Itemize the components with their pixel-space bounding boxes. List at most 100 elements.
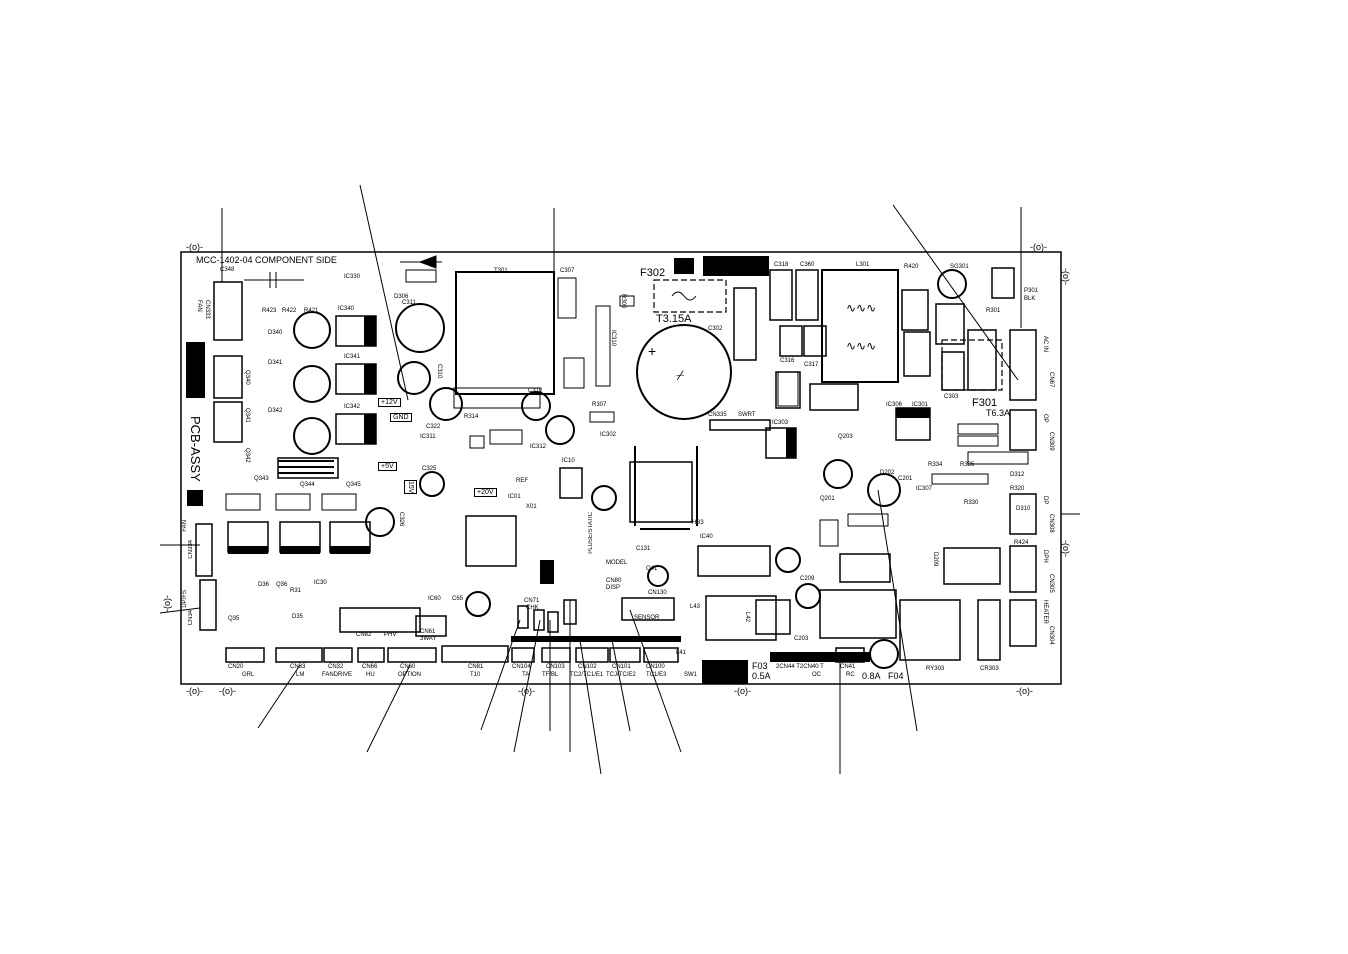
transformer-t301 [453,271,555,409]
svg-text:-(o)-: -(o)- [734,686,751,696]
fuse-f302-rating: T3.15A [656,313,692,325]
connector-cn103-ref: CN103 [546,664,565,670]
ic330-label: IC330 [344,274,361,280]
ic342-label: IC342 [344,404,361,410]
hb3-label: HB3 [692,520,704,526]
svg-text:∿∿∿: ∿∿∿ [846,339,876,353]
connector-cn71-ref: CN71 [524,598,540,604]
ic310-label: IC310 [610,330,616,347]
d306-label: D306 [394,294,409,300]
sg301-label: SG301 [950,264,969,270]
connector-cn101-ref: CN101 [612,664,631,670]
connector-cn82-ref: CN82 [356,632,372,638]
connector-cn34-ref: CN34 [188,610,194,626]
q36-label: Q36 [276,582,288,588]
c203-label: C203 [794,636,809,642]
connector-cn334-ref: CN334 [188,540,194,559]
fuse-outlines [653,279,1003,391]
r301-label: R301 [986,308,1001,314]
svg-text:-(o)-: -(o)- [1030,242,1047,252]
connector-cn309-name: OP [1042,414,1048,423]
ic-pin-grid [278,446,698,584]
electrolytic-capacitors [293,269,967,669]
voltage-20v: +20V [474,488,497,497]
c302-label: C302 [708,326,723,332]
q203-label: Q203 [838,434,853,440]
svg-text:⌿: ⌿ [676,367,685,383]
d202-label: D202 [880,470,895,476]
connector-cn33-name: LM [296,672,305,678]
voltage-gnd: GND [390,413,412,422]
connector-cn66-name: HU [366,672,375,678]
q340-label: Q340 [244,370,250,385]
r31-label: R31 [290,588,302,594]
q344-label: Q344 [300,482,315,488]
connector-cn333-ref: CN333 [204,300,210,319]
fuse-f04-rating: 0.8A [862,671,881,681]
model-label: MODEL [606,560,628,566]
voltage-12v: +12V [378,398,401,407]
svg-text:-(o)-: -(o)- [219,686,236,696]
connector-cn67-ref: CN67 [1048,372,1054,388]
ic302-label: IC302 [600,432,617,438]
r330-label: R330 [964,500,979,506]
c303-label: C303 [944,394,959,400]
connector-cn34-name: DP/FS [182,590,188,608]
connector-cn335-name: SWRT [738,412,756,418]
p301-label: P301 [1024,288,1039,294]
ic311-label: IC311 [420,434,436,440]
r320-label: R320 [1010,486,1025,492]
ic01-label: IC01 [508,494,521,500]
q201-label: Q201 [820,496,835,502]
ic306-label: IC306 [886,402,903,408]
ic60-label: IC60 [428,596,441,602]
c325-label: C325 [422,466,437,472]
c307-label: C307 [560,268,575,274]
connector-cn304-ref: CN304 [1048,626,1054,645]
connector-cn104-name: TA [522,672,530,678]
connector-cn309-ref: CN309 [1048,432,1054,451]
connector-cn104-ref: CN104 [512,664,531,670]
connector-cn67-name: AC IN [1042,336,1048,353]
fuse-f302-ref: F302 [640,267,666,279]
connector-cn308-ref: CN308 [1048,514,1054,533]
connector-cn102-name: TC2/TC1/E1 [570,672,604,678]
ic340-label: IC340 [338,306,355,312]
board-title: MCC-1402-04 COMPONENT SIDE [196,255,337,265]
connector-cn81-name: T10 [470,672,481,678]
ic10-label: IC10 [562,458,575,464]
q342-label: Q342 [244,448,250,463]
c65-label: C65 [452,596,464,602]
connector-cn80-ref: CN80 [606,578,622,584]
p301-color-label: BLK [1024,296,1036,302]
ry303-label: RY303 [926,666,945,672]
ic40-label: IC40 [700,534,713,540]
svg-text:+: + [648,343,656,359]
connector-cn32-name: FANDRIVE [322,672,353,678]
r335-label: R335 [960,462,975,468]
fuse-f03-rating: 0.5A [752,671,771,681]
r420-label: R420 [904,264,919,270]
small-components [244,255,1029,547]
ic341-label: IC341 [344,354,361,360]
voltage-15v: 15V [404,480,417,495]
r424-label: R424 [1014,540,1029,546]
c311-label: C311 [402,300,416,306]
r300-label: R300 [620,294,626,309]
l41-label: L41 [676,650,687,656]
ic307-label: IC307 [916,486,933,492]
pulse-static-label: PLUSE/STATIC [588,512,594,554]
d312-label: D312 [1010,472,1025,478]
cr303-label: CR303 [980,666,999,672]
fuse-f302-symbol [671,291,697,301]
q35-label: Q35 [228,616,240,622]
svg-text:-(o)-: -(o)- [1061,268,1071,285]
connector-cn333-name: FAN [196,300,202,312]
ic30-label: IC30 [314,580,327,586]
connector-cn82-name: PHV [384,632,397,638]
inductor-l301 [821,269,899,383]
connector-cn20-ref: CN20 [228,664,244,670]
c312-label: C312 [528,388,543,394]
oc-label: OC [812,672,821,678]
